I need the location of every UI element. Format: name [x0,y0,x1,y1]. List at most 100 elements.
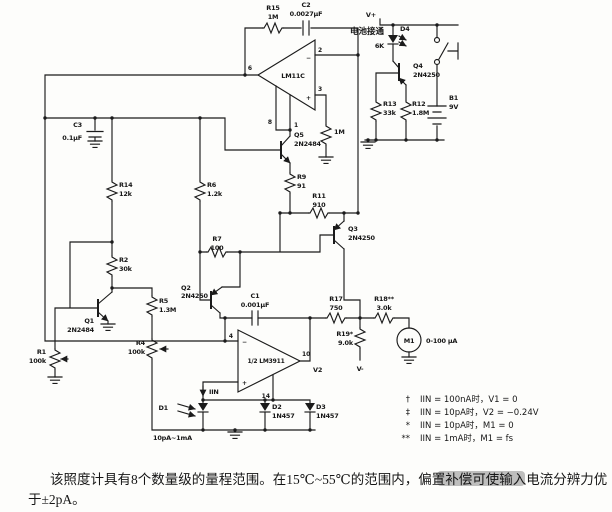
input-current-label: IIN [209,388,219,396]
meter-range: 0-100 µA [426,337,457,345]
resistor-r19 [354,326,366,350]
r6-name: R6 [207,181,217,189]
footnote-text: IIN = 10pA时，M1 = 0 [420,420,514,431]
resistor-r5 [146,294,158,318]
junction-dots [43,23,439,432]
q4-part: 2N4250 [413,71,441,79]
r2-value: 30k [119,265,133,273]
caption: 该照度计具有8个数量级的量程范围。在15℃~55℃的范围内，偏置补偿可使输入电流… [28,471,607,507]
transistor-q1 [97,291,113,325]
d1-range-label: 10pA~1mA [153,434,192,442]
opamp2-plus: + [242,380,247,387]
r17-value: 750 [330,304,344,312]
diode-d2 [259,403,271,413]
r12-name: R12 [412,100,425,108]
v-plus-label: V+ [366,11,376,19]
r2-name: R2 [119,256,128,264]
c2-value: 0.0027µF [290,10,323,18]
r19-name: R19* [336,330,353,338]
q5-name: Q5 [294,131,304,139]
r13-name: R13 [383,100,396,108]
ground-icon [360,141,376,149]
r5-value: 1.3M [159,306,176,314]
c1-name: C1 [251,292,261,300]
q1-part: 2N2484 [67,326,95,334]
c1-value: 0.001µF [241,301,269,309]
resistor-r6 [194,179,206,203]
opamp2-output-test-point: V2 [313,366,322,374]
d3-name: D3 [316,403,326,411]
diode-d4-led [387,33,407,47]
diode-d3 [304,403,316,413]
footnote-marker: † [406,395,411,405]
resistor-r12 [400,99,412,123]
r11-value: 910 [313,201,327,209]
footnote-marker: * [406,421,410,431]
r18-name: R18** [374,295,395,303]
meter-name: M1 [404,337,415,345]
d4-name: D4 [400,25,410,33]
d2-part: 1N457 [272,412,295,420]
opamp1-plus: + [306,95,311,102]
resistor-r14 [106,179,118,203]
r7-name: R7 [212,235,221,243]
d2-name: D2 [272,403,282,411]
ground-icon [47,376,63,384]
resistor-r15 [261,22,285,34]
ground-icon [227,431,243,439]
pushbutton-switch [433,36,459,66]
wires [44,18,459,433]
r14-value: 12k [119,190,133,198]
resistor-r11 [307,207,331,219]
ground-icon [87,140,103,148]
ground-symbols [47,140,417,439]
r5-name: R5 [159,297,169,305]
q1-name: Q1 [84,317,94,325]
footnote-text: IIN = 100nA时，V1 = 0 [420,394,517,405]
r12-value: 1.8M [412,109,429,117]
transistor-q5 [280,135,291,164]
footnote-text: IIN = 1mA时，M1 = fs [420,433,514,444]
opamp2-part-label: 1/2 LM3911 [247,358,284,365]
battery-on-label: 电池接通 [350,26,385,37]
r11-name: R11 [312,192,326,200]
c2-name: C2 [302,1,311,9]
battery-b1 [427,105,447,125]
caption-line2: 于±2pA。 [28,492,86,507]
q4-name: Q4 [413,62,423,70]
opamp1-part-label: LM11C [281,72,305,80]
r15-name: R15 [266,4,280,12]
q2-part: 2N4250 [181,292,209,300]
transistor-q3 [333,220,345,250]
c3-value: 0.1µF [62,134,82,142]
opamp2-pin10: 10 [302,351,310,358]
r9-value: 91 [297,182,306,190]
resistors [49,22,412,371]
q5-part: 2N2484 [294,140,322,148]
ground-icon [401,356,417,364]
diode-d1-photodiode [177,385,209,418]
r6-value: 1.2k [207,190,223,198]
d4-value: 6K [375,42,385,50]
opamp1-pin3: 3 [318,86,322,93]
r1-name: R1 [37,348,47,356]
footnote-marker: ‡ [406,408,411,418]
r18-value: 3.0k [376,304,392,312]
opamp1-pin1: 1 [294,122,298,129]
r15-value: 1M [268,13,279,21]
resistor-r17 [324,312,348,324]
q2-name: Q2 [181,284,191,292]
c3-name: C3 [73,121,82,129]
opamp1-pin2: 2 [318,47,322,54]
battery-value: 9V [449,103,458,111]
opamp2-minus: − [242,339,247,346]
r4-name: R4 [136,339,146,347]
resistor-r1-pot [49,347,61,371]
q3-part: 2N4250 [348,234,376,242]
d3-part: 1N457 [316,412,339,420]
capacitor-c1 [251,310,259,326]
d1-name: D1 [158,404,168,412]
capacitor-c2 [302,20,310,36]
